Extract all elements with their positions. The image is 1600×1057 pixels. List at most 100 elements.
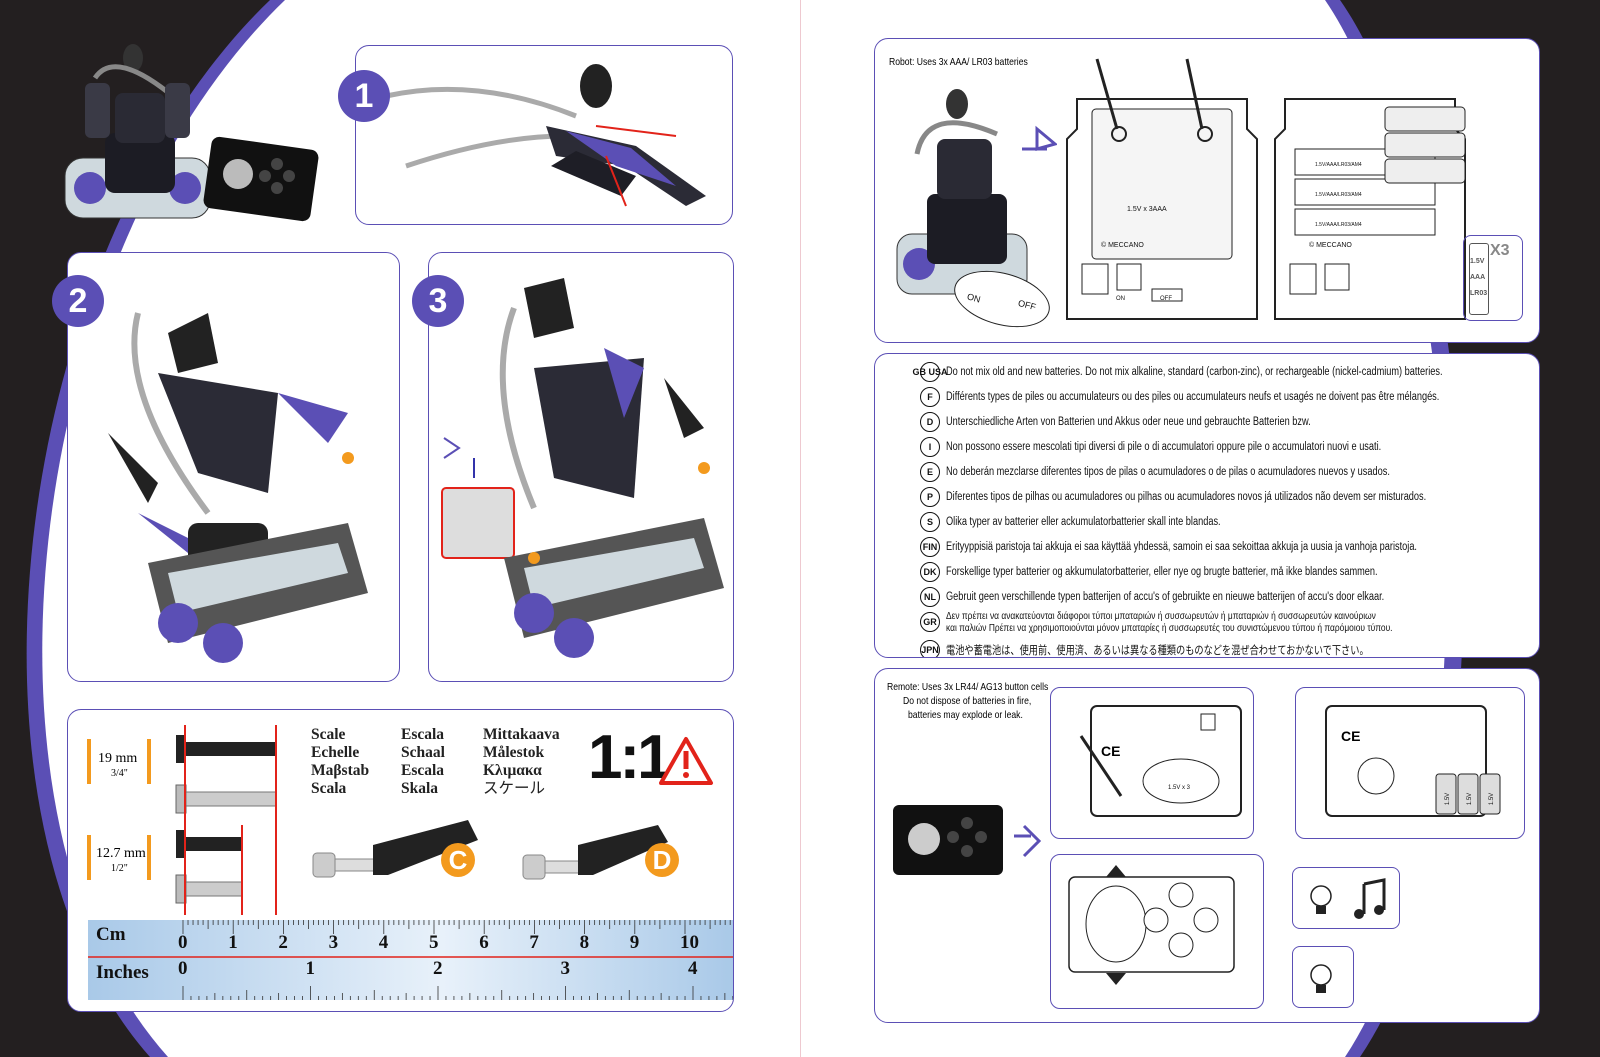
- language-code-badge: DK: [920, 562, 940, 582]
- remote-controller-illustration: [893, 805, 1042, 875]
- cm-mark-label: 9: [629, 932, 640, 953]
- part-c-illustration: [312, 820, 478, 878]
- remote-back-open-panel: CE 1.5V 1.5V 1.5V: [1295, 687, 1525, 839]
- battery-icon-voltage: 1.5V: [1470, 258, 1485, 265]
- warning-text: Non possono essere mescolati tipi divers…: [946, 441, 1382, 453]
- language-code-badge: P: [920, 487, 940, 507]
- warning-text: Unterschiedliche Arten von Batterien und…: [946, 416, 1311, 428]
- scale-word-fr: Echelle: [311, 744, 360, 761]
- language-code-badge: JPN: [920, 640, 940, 657]
- cm-mark-label: 2: [278, 932, 288, 953]
- bolt-12mm-bracket: [87, 835, 91, 880]
- inch-mark-label: 0: [178, 958, 188, 979]
- battery-compartment-open: [1274, 98, 1466, 320]
- language-code-badge: D: [920, 412, 940, 432]
- scale-word-dk: Målestok: [483, 744, 545, 761]
- warning-row: DK Forskellige typer batterier og akkumul…: [920, 561, 1486, 583]
- cm-mark-label: 0: [178, 932, 188, 953]
- aaa-battery-icon: [1469, 243, 1489, 315]
- scale-word-gr: Kλιμακα: [483, 762, 542, 779]
- warning-text: Forskellige typer batterier og akkumulat…: [946, 566, 1378, 578]
- language-code-badge: GR: [920, 612, 940, 632]
- lightbulb-only-icon: [1310, 964, 1332, 993]
- scale-word-pt: Escala: [401, 762, 445, 779]
- language-code-badge: NL: [920, 587, 940, 607]
- left-page: 1 2: [26, 0, 800, 1057]
- ruler-ticks: [88, 920, 733, 1000]
- language-code-badge: F: [920, 387, 940, 407]
- step-3-number: 3: [412, 275, 464, 327]
- step-1-panel: [355, 45, 733, 225]
- language-code-badge: I: [920, 437, 940, 457]
- language-code-badge: E: [920, 462, 940, 482]
- warning-text: Différents types de piles ou accumulateu…: [946, 391, 1440, 403]
- remote-back-closed-panel: CE 1.5V x 3: [1050, 687, 1254, 839]
- scale-word-nl: Schaal: [401, 744, 445, 761]
- view-eye-icon: [443, 437, 461, 459]
- robot-battery-note: Robot: Uses 3x AAA/ LR03 batteries: [889, 56, 1028, 68]
- bolt-19mm-metric: 19 mm: [98, 751, 138, 766]
- language-code-badge: S: [920, 512, 940, 532]
- bolt-19mm-imperial: 3/4": [111, 768, 128, 779]
- cm-mark-label: 6: [479, 932, 489, 953]
- scale-word-sv: Skala: [401, 780, 439, 797]
- cm-mark-label: 10: [680, 932, 699, 953]
- warning-row: F Différents types de piles ou accumulate…: [920, 386, 1539, 408]
- warning-text: Δεν πρέπει να ανακατεύονται διάφοροι τύπ…: [946, 610, 1393, 634]
- aaa-battery-badge: [1463, 235, 1523, 321]
- warning-text: No deberán mezclarse diferentes tipos de…: [946, 466, 1390, 478]
- battery-compartment-closed: [1066, 58, 1258, 320]
- warning-text: Gebruit geen verschillende typen batteri…: [946, 591, 1385, 603]
- svg-text:CE: CE: [1101, 743, 1120, 759]
- scale-word-jp: スケール: [483, 779, 546, 797]
- remote-note-line-1: Remote: Uses 3x LR44/ AG13 button cells: [887, 681, 1049, 693]
- step-1-illustration: [385, 64, 706, 207]
- cell-label-3: 1.5V/AAA/LR03/AM4: [1315, 222, 1362, 228]
- light-music-panel: [1292, 867, 1400, 929]
- warning-icon: [659, 737, 713, 785]
- button-cell-label-3: 1.5V: [1489, 792, 1496, 806]
- right-page: Robot: Uses 3x AAA/ LR03 batteries 1.5V …: [800, 0, 1600, 1057]
- remote-battery-panel: Remote: Uses 3x LR44/ AG13 button cells …: [874, 668, 1540, 1023]
- step-3-illustration: [441, 278, 724, 658]
- remote-controls-panel: [1050, 854, 1264, 1009]
- part-c-label: C: [441, 843, 475, 877]
- cm-mark-label: 7: [529, 932, 539, 953]
- switch-off-label-closed: OFF: [1160, 296, 1172, 302]
- meccano-brand-closed: © MECCANO: [1101, 242, 1144, 249]
- step-3-detail-inset: [441, 487, 515, 559]
- scale-word-es: Escala: [401, 726, 445, 743]
- meccano-brand-open: © MECCANO: [1309, 242, 1352, 249]
- robot-battery-panel: Robot: Uses 3x AAA/ LR03 batteries 1.5V …: [874, 38, 1540, 343]
- inch-mark-label: 4: [688, 958, 698, 979]
- button-cell-label-2: 1.5V: [1467, 792, 1474, 806]
- remote-back-open-illustration: CE: [1325, 705, 1501, 817]
- warning-row: I Non possono essere mescolati tipi diver…: [920, 436, 1490, 458]
- inch-mark-label: 1: [305, 958, 316, 979]
- cm-mark-label: 1: [228, 932, 238, 953]
- step-2-number: 2: [52, 275, 104, 327]
- bolt-12mm-imperial: 1/2": [111, 863, 128, 874]
- bolts-illustration: [175, 725, 277, 915]
- scale-word-de: Maβstab: [311, 762, 370, 779]
- cm-mark-label: 3: [328, 932, 339, 953]
- step-1-number: 1: [338, 70, 390, 122]
- warning-text: 電池や蓄電池は、使用前、使用済、あるいは異なる種類のものなどを混ぜ合わせておかな…: [946, 645, 1369, 657]
- bolt-12mm-metric: 12.7 mm: [96, 846, 146, 861]
- scale-panel: 19 mm 3/4" 12.7 mm 1/2" Scale Echelle Ma…: [67, 709, 734, 1012]
- scale-word-it: Scala: [311, 780, 347, 797]
- light-panel: [1292, 946, 1354, 1008]
- battery-icon-type: AAA: [1470, 274, 1486, 281]
- inch-mark-label: 3: [560, 958, 571, 979]
- remote-note-line-2: Do not dispose of batteries in fire,: [903, 695, 1032, 707]
- scale-word-en: Scale: [311, 726, 346, 743]
- warning-row: GR Δεν πρέπει να ανακατεύονται διάφοροι τ…: [920, 610, 1504, 634]
- step-2-illustration: [108, 312, 368, 663]
- cm-mark-label: 4: [378, 932, 389, 953]
- remote-spec-label: 1.5V x 3: [1168, 785, 1191, 791]
- step-2-panel: [67, 252, 400, 682]
- language-code-badge: FIN: [920, 537, 940, 557]
